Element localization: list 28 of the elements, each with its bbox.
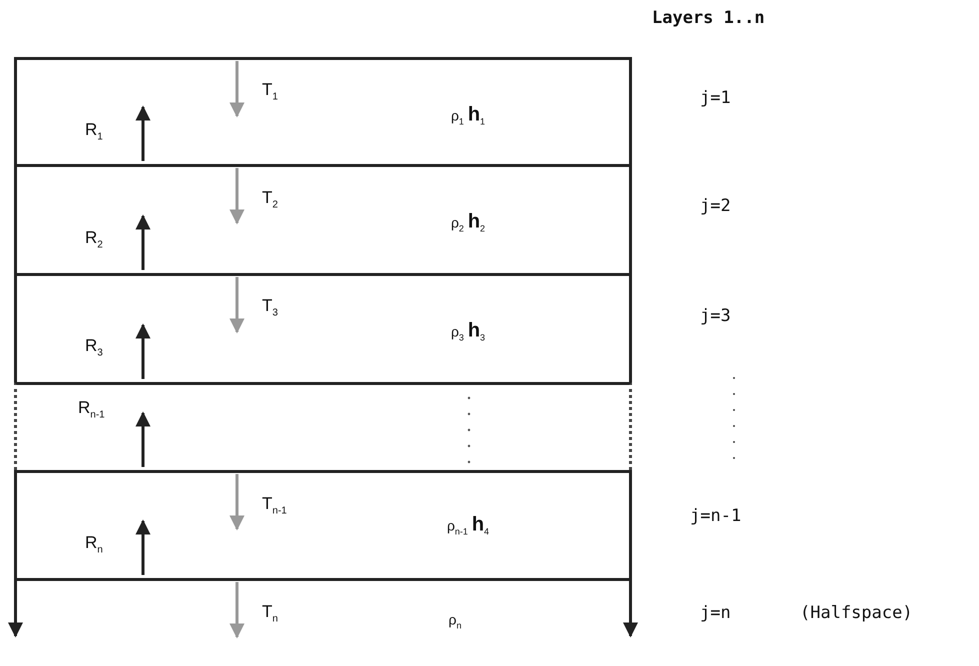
layer-index: j=2 <box>700 196 731 216</box>
wave-label: T$_{3}$ <box>262 296 278 318</box>
layer-index: j=1 <box>700 88 731 108</box>
layer-parameter: ρ$_{n}$ <box>448 612 462 630</box>
layer-band <box>14 273 632 382</box>
layer-index: j=3 <box>700 306 731 326</box>
wave-label: R$_{3}$ <box>85 336 103 358</box>
wave-label: T$_{1}$ <box>262 80 278 102</box>
layer-index: j=n <box>700 603 731 623</box>
wave-label: R$_{n}$ <box>85 533 103 556</box>
wave-label: R$_{n-1}$ <box>78 398 105 420</box>
layer-band <box>14 382 632 470</box>
layer-parameter: ρ$_{2}$ h$_{2}$ <box>450 210 486 234</box>
layer-band <box>14 164 632 273</box>
layer-index: j=n-1 <box>690 506 742 526</box>
layer-band <box>14 470 632 578</box>
wave-label: T$_{n}$ <box>262 602 278 624</box>
wave-label: T$_{2}$ <box>262 188 278 210</box>
layer-band <box>14 57 632 164</box>
layer-parameter: ρ$_{n-1}$ h$_{4}$ <box>446 514 490 536</box>
layer-parameter: ρ$_{1}$ h$_{1}$ <box>450 104 486 126</box>
title: Layers 1..n <box>652 8 765 28</box>
wave-label: T$_{n-1}$ <box>262 494 287 516</box>
wave-label: R$_{2}$ <box>85 228 103 250</box>
layer-index: (Halfspace) <box>800 603 913 623</box>
layer-parameter: ρ$_{3}$ h$_{3}$ <box>450 320 486 342</box>
wave-label: R$_{1}$ <box>85 120 103 142</box>
layer-band <box>14 578 632 628</box>
